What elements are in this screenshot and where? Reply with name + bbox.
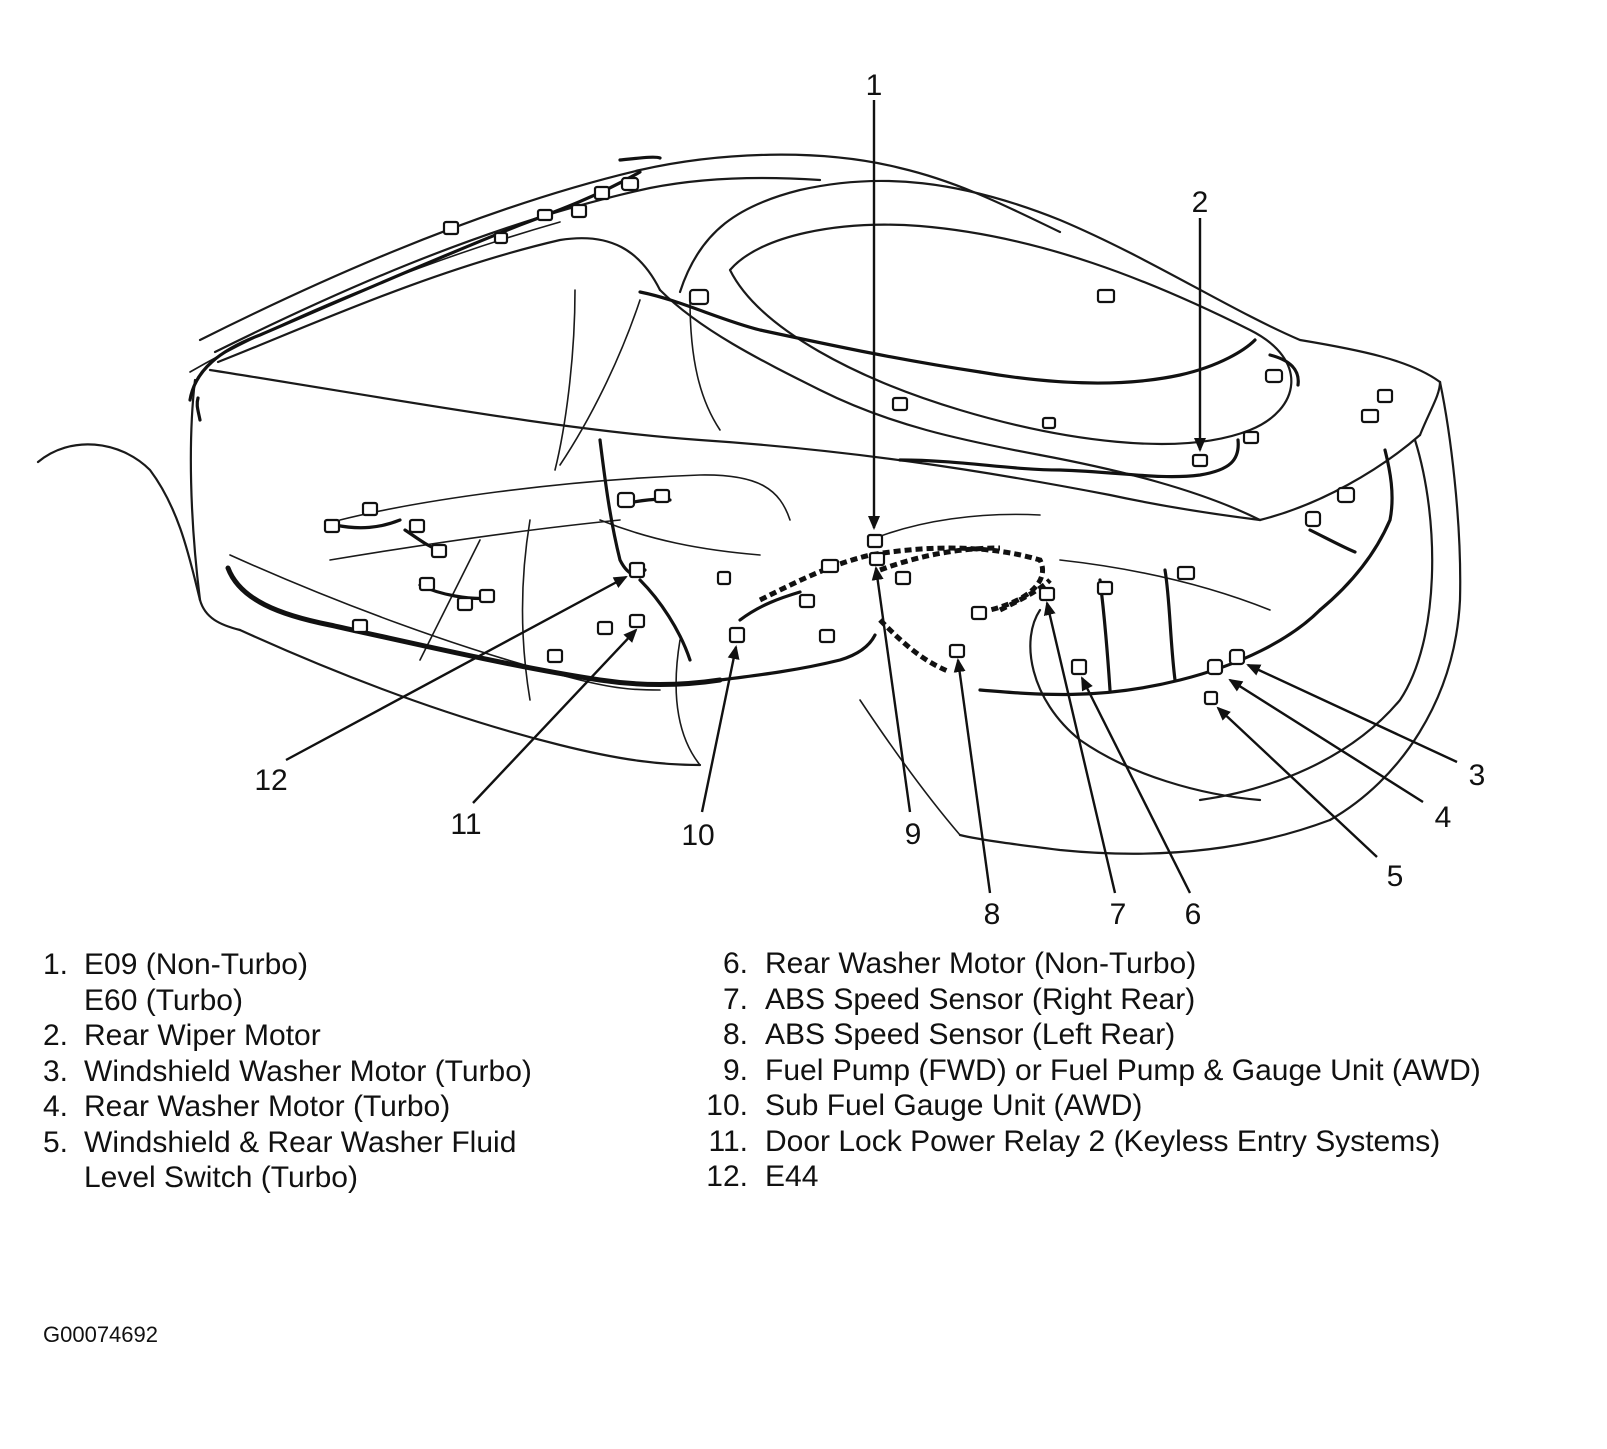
figure-id: G00074692 (43, 1322, 158, 1347)
legend-number: 3. (42, 1054, 68, 1088)
legend-text: Windshield & Rear Washer Fluid Level Swi… (84, 1125, 517, 1195)
legend-number: 8. (722, 1018, 748, 1051)
car-body-outline (36, 153, 1462, 855)
legend-number: 7. (722, 982, 748, 1016)
legend-item: 3. Windshield Washer Motor (Turbo) (40, 1054, 680, 1090)
legend-item: 11. Door Lock Power Relay 2 (Keyless Ent… (703, 1124, 1583, 1160)
legend-left-column: 1. E09 (Non-Turbo) E60 (Turbo) 2. Rear W… (40, 947, 680, 1196)
legend-number: 11. (708, 1124, 748, 1158)
legend-text: E44 (765, 1160, 819, 1193)
legend-number: 1. (42, 948, 68, 981)
legend-text: ABS Speed Sensor (Right Rear) (765, 982, 1196, 1016)
leader-10 (700, 645, 740, 813)
legend-number: 4. (42, 1090, 68, 1123)
leader-7 (1043, 601, 1117, 894)
wiring-harness (188, 155, 1394, 697)
legend-text: Fuel Pump (FWD) or Fuel Pump & Gauge Uni… (765, 1053, 1481, 1087)
legend-item: 8. ABS Speed Sensor (Left Rear) (703, 1017, 1583, 1053)
legend-number: 12. (706, 1160, 748, 1193)
legend-number: 6. (722, 947, 748, 980)
legend-text: Windshield Washer Motor (Turbo) (84, 1054, 532, 1088)
callout-2: 2 (1192, 186, 1209, 219)
legend-number: 10. (706, 1089, 748, 1122)
legend-item: 5. Windshield & Rear Washer Fluid Level … (40, 1125, 680, 1196)
callout-10: 10 (681, 819, 714, 852)
legend-item: 10. Sub Fuel Gauge Unit (AWD) (703, 1088, 1583, 1124)
leader-12 (285, 575, 628, 762)
leader-11 (472, 628, 638, 804)
callout-5: 5 (1387, 860, 1404, 893)
leader-6 (1080, 676, 1192, 894)
leader-4 (1228, 678, 1424, 804)
legend-text: Rear Wiper Motor (84, 1019, 321, 1052)
legend-item: 12. E44 (703, 1159, 1583, 1195)
legend-text: Rear Washer Motor (Non-Turbo) (765, 947, 1197, 980)
legend-item: 7. ABS Speed Sensor (Right Rear) (703, 982, 1583, 1018)
legend-item: 2. Rear Wiper Motor (40, 1018, 680, 1054)
leader-8 (953, 658, 992, 894)
legend-text: Rear Washer Motor (Turbo) (84, 1090, 451, 1123)
legend-right-column: 6. Rear Washer Motor (Non-Turbo) 7. ABS … (703, 946, 1583, 1195)
callout-numbers: 1 2 3 4 5 6 7 8 9 10 11 12 (254, 69, 1485, 931)
legend-text: ABS Speed Sensor (Left Rear) (765, 1018, 1176, 1051)
leader-9 (871, 566, 912, 813)
callout-1: 1 (866, 69, 883, 102)
legend-item: 9. Fuel Pump (FWD) or Fuel Pump & Gauge … (703, 1053, 1583, 1089)
callout-4: 4 (1435, 801, 1452, 834)
callout-3: 3 (1469, 759, 1486, 792)
callout-12: 12 (254, 764, 287, 797)
callout-11: 11 (450, 808, 481, 841)
legend-number: 9. (722, 1053, 748, 1087)
legend-number: 5. (42, 1125, 68, 1159)
callout-7: 7 (1110, 898, 1127, 931)
callout-6: 6 (1185, 898, 1202, 931)
leader-5 (1216, 706, 1378, 858)
legend-text: E09 (Non-Turbo) E60 (Turbo) (84, 948, 308, 1017)
legend-number: 2. (42, 1019, 68, 1052)
legend-text: Door Lock Power Relay 2 (Keyless Entry S… (765, 1124, 1441, 1158)
legend-item: 6. Rear Washer Motor (Non-Turbo) (703, 946, 1583, 982)
legend-item: 1. E09 (Non-Turbo) E60 (Turbo) (40, 947, 680, 1018)
legend-text: Sub Fuel Gauge Unit (AWD) (765, 1089, 1143, 1122)
legend-item: 4. Rear Washer Motor (Turbo) (40, 1089, 680, 1125)
leader-arrows (285, 100, 1458, 894)
callout-9: 9 (905, 818, 922, 851)
connectors (323, 176, 1394, 706)
callout-8: 8 (984, 898, 1001, 931)
leader-3 (1246, 663, 1458, 764)
